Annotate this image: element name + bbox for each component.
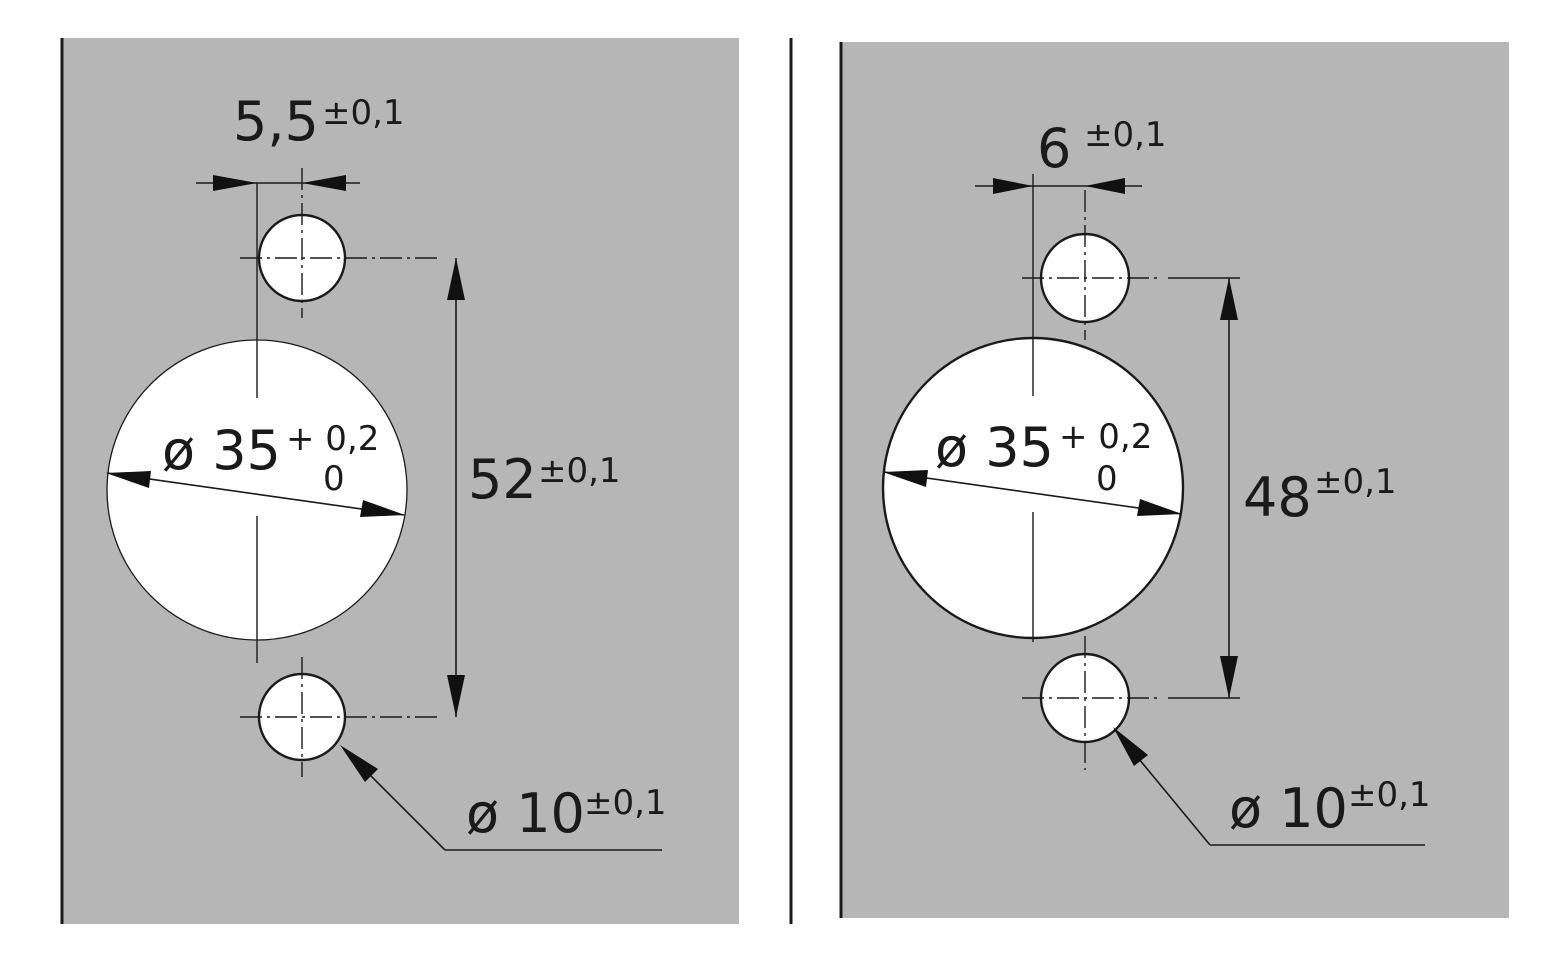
right-offset-arrow-left [993,178,1033,194]
left-distance-arrow-bottom [447,675,465,717]
right-cup-arrow-right [1137,499,1182,516]
left-offset-value: 5,5 [233,90,319,153]
left-cup-tol-upper: + 0,2 [286,419,379,459]
right-screw-tol: ±0,1 [1348,775,1431,815]
left-distance-arrow-top [447,258,465,300]
right-cup-arrow-left [883,470,928,487]
left-screw-value: ø 10 [466,782,585,845]
left-distance-value: 52 [468,448,537,511]
left-cup-arrow-right [360,500,405,517]
left-cup-value: ø 35 [162,419,281,482]
right-cup-tol-lower: 0 [1096,459,1118,499]
right-cup-value: ø 35 [935,416,1054,479]
right-distance-value: 48 [1243,466,1312,529]
left-cup-arrow-left [106,471,151,488]
left-screw-tol: ±0,1 [584,783,667,823]
left-drawing: 5,5 ±0,1 52 ±0,1 ø 35 + 0,2 0 ø 10 ±0,1 [60,38,739,924]
right-screw-arrow [1113,727,1148,766]
left-screw-arrow [340,745,378,782]
right-distance-arrow-bottom [1220,656,1238,698]
right-offset-tol: ±0,1 [1084,115,1167,155]
right-cup-tol-upper: + 0,2 [1059,417,1152,457]
left-distance-tol: ±0,1 [538,451,621,491]
left-cup-tol-lower: 0 [323,459,345,499]
right-screw-value: ø 10 [1229,777,1348,840]
right-drawing: 6 ±0,1 48 ±0,1 ø 35 + 0,2 0 ø 10 ±0,1 [839,42,1509,918]
right-distance-tol: ±0,1 [1314,462,1397,502]
left-offset-arrow-right [302,175,346,191]
right-offset-value: 6 [1037,117,1071,180]
right-offset-arrow-right [1085,178,1125,194]
right-distance-arrow-top [1220,278,1238,320]
left-offset-tol: ±0,1 [322,93,405,133]
left-offset-arrow-left [213,175,257,191]
right-cup-dim-line [883,471,1182,515]
left-cup-dim-line [106,472,405,516]
